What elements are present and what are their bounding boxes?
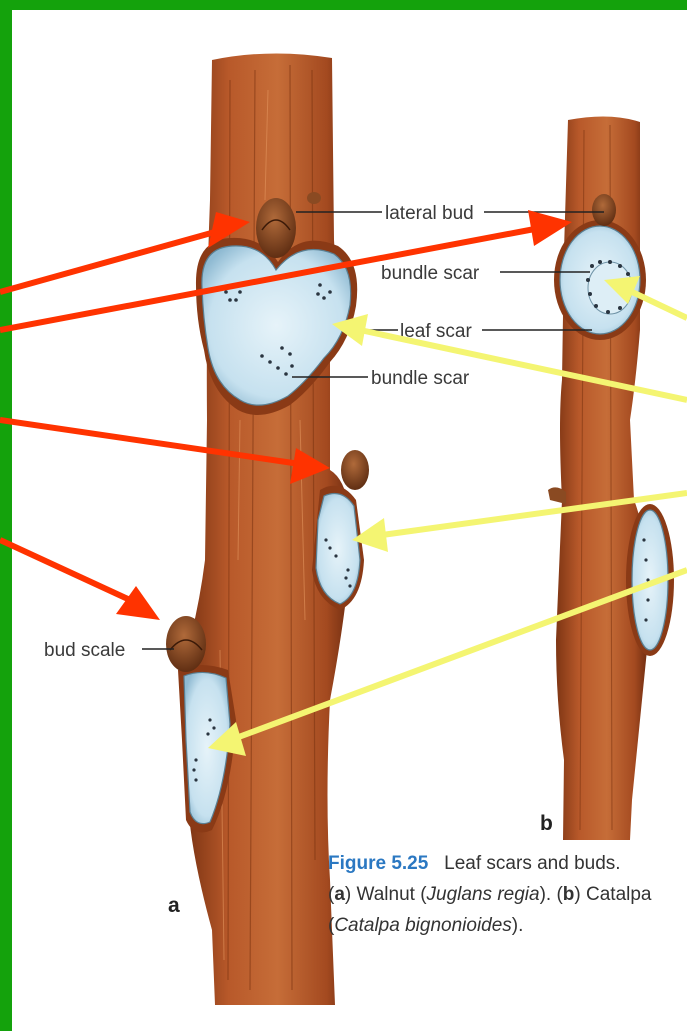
caption-sep: ). ( xyxy=(540,884,563,905)
caption-letter-a: a xyxy=(334,884,345,905)
red-arrow-1 xyxy=(0,230,222,292)
catalpa-bud xyxy=(592,194,616,226)
label-bud-scale: bud scale xyxy=(44,640,125,661)
red-arrow-4 xyxy=(0,540,130,600)
label-lateral-bud: lateral bud xyxy=(385,203,474,224)
caption-walnut: ) Walnut ( xyxy=(345,884,427,905)
label-bundle-scar-b: bundle scar xyxy=(381,263,480,284)
figure-caption: Figure 5.25 Leaf scars and buds. (a) Wal… xyxy=(328,848,687,941)
label-bundle-scar-a: bundle scar xyxy=(371,368,470,389)
caption-figure-number: Figure 5.25 xyxy=(328,853,428,874)
caption-walnut-latin: Juglans regia xyxy=(427,884,540,905)
leaf-scar-middle xyxy=(316,494,360,604)
caption-title: Leaf scars and buds. xyxy=(444,853,620,874)
red-arrow-4-head xyxy=(116,586,160,620)
caption-end: ). xyxy=(512,915,524,936)
panel-letter-b: b xyxy=(540,812,553,835)
lateral-bud-top xyxy=(256,198,296,258)
caption-letter-b: b xyxy=(563,884,575,905)
caption-catalpa-latin: Catalpa bignonioides xyxy=(334,915,511,936)
bud-scale xyxy=(166,616,206,672)
panel-letter-a: a xyxy=(168,894,180,917)
lateral-bud-middle xyxy=(341,450,369,490)
caption-catalpa: ) Catalpa xyxy=(574,884,651,905)
